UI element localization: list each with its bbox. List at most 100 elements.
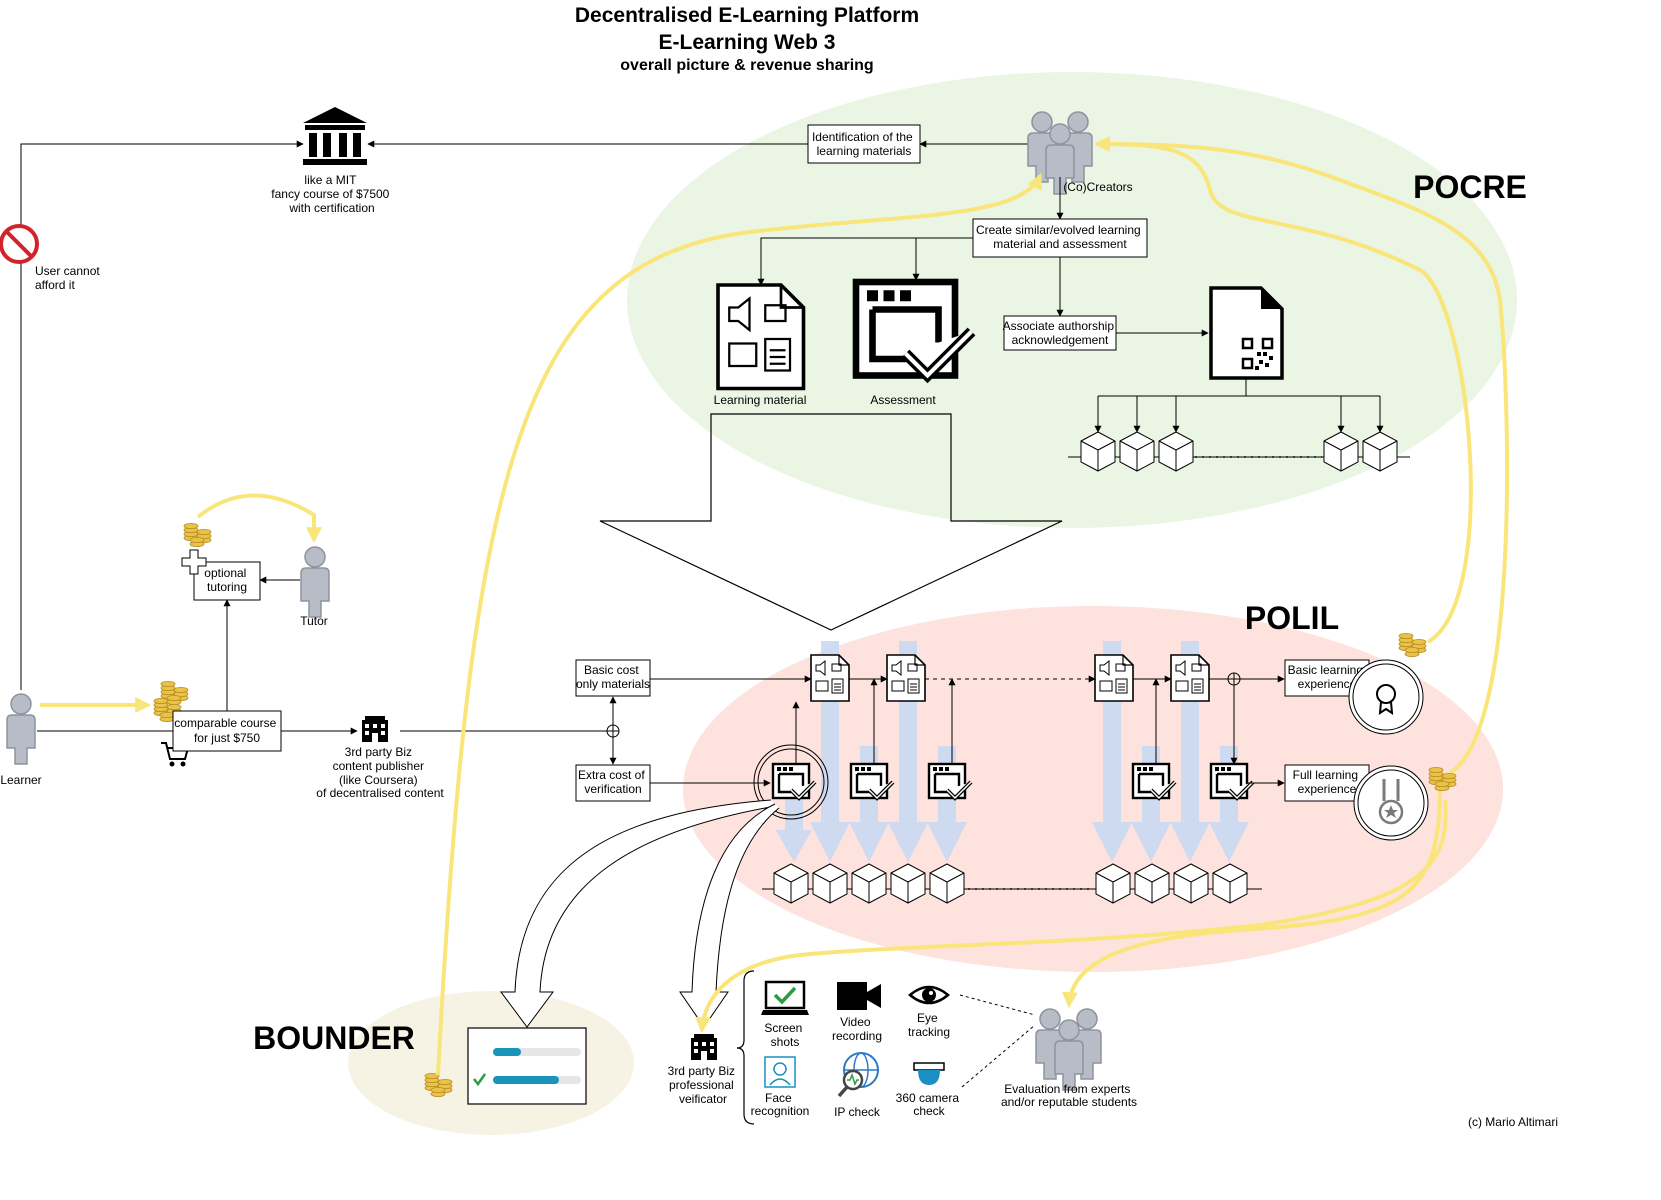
dome-camera-icon [913, 1062, 945, 1085]
comparable-course-box [172, 710, 282, 752]
authorship-label: Associate authorship acknowledgement [1003, 319, 1118, 347]
eye-icon [908, 985, 950, 1005]
verifier-methods-brace [736, 970, 755, 1125]
camera-to-evaluation-dashed [961, 1024, 1036, 1088]
assessment-window-icon [856, 282, 972, 376]
blockchain-block-icon [1134, 863, 1170, 904]
assessment-window-icon [849, 762, 895, 800]
basic-cost-label: Basic cost only materials [576, 663, 650, 691]
full-experience-label: Full learning experience [1293, 768, 1362, 796]
media-document-icon [716, 283, 806, 391]
building-icon [691, 1034, 717, 1060]
video-recording-label: Video recording [832, 1015, 882, 1043]
media-document-icon [1094, 654, 1134, 702]
medal-badge-icon [1353, 765, 1429, 841]
split-junction-icon [606, 724, 620, 738]
learning-material-label: Learning material [714, 393, 807, 407]
media-document-icon [1170, 654, 1210, 702]
identification-label: Identification of the learning materials [812, 130, 916, 158]
learner-icon [6, 693, 36, 765]
screenshots-label: Screen shots [764, 1021, 805, 1049]
bounder-label: BOUNDER [253, 1020, 415, 1056]
coin-stack-icon [184, 523, 211, 546]
blockchain-block-icon [812, 863, 848, 904]
cannot-afford-label: User cannot afford it [35, 264, 103, 292]
laptop-check-icon [761, 980, 809, 1015]
copyright: (c) Mario Altimari [1468, 1115, 1558, 1129]
selected-assessment-ring [753, 744, 829, 820]
bounder-curved-arrow [500, 799, 777, 1028]
tutor-label: Tutor [300, 614, 328, 628]
merge-junction-icon [1227, 672, 1241, 686]
create-material-box [972, 218, 1148, 258]
blockchain-block-icon [890, 863, 926, 904]
blockchain-block-icon [1212, 863, 1248, 904]
full-experience-revenue-flow [1096, 142, 1510, 775]
assessment-label: Assessment [870, 393, 936, 407]
assessment-window-icon [1209, 762, 1255, 800]
blockchain-block-icon [1173, 863, 1209, 904]
funnel-arrow [599, 413, 1063, 631]
assessment-window-icon [771, 762, 817, 800]
blockchain-block-icon [1362, 431, 1398, 472]
learner-to-mit-connector [20, 140, 304, 690]
optional-tutoring-label: optional tutoring [204, 566, 249, 594]
blockchain-block-icon [773, 863, 809, 904]
title-line-3: overall picture & revenue sharing [620, 57, 873, 74]
blockchain-block-icon [1323, 431, 1359, 472]
verifier-curved-arrow [679, 803, 780, 1028]
coin-stack-icon [1399, 633, 1426, 656]
face-scan-icon [764, 1056, 796, 1088]
face-recognition-label: Face recognition [751, 1091, 810, 1118]
ip-check-label: IP check [834, 1105, 881, 1119]
title-line-1: Decentralised E-Learning Platform [575, 4, 919, 27]
bank-icon [303, 107, 367, 165]
plus-icon [181, 549, 207, 575]
assessment-window-icon [1131, 762, 1177, 800]
identification-box [807, 124, 921, 164]
pocre-label: POCRE [1413, 169, 1527, 205]
basic-cost-box [575, 659, 651, 697]
third-party-verifier-label: 3rd party Biz professional veificator [668, 1064, 739, 1106]
blockchain-block-icon [1158, 431, 1194, 472]
basic-experience-label: Basic learning experience [1288, 663, 1367, 691]
tutor-icon [300, 546, 330, 618]
tutor-payment-flow [196, 493, 322, 544]
blockchain-block-icon [1080, 431, 1116, 472]
media-document-icon [886, 654, 926, 702]
bounder-revenue-flow [436, 173, 1042, 1076]
blockchain-block-icon [1095, 863, 1131, 904]
blockchain-block-icon [851, 863, 887, 904]
create-material-label: Create similar/evolved learning material… [976, 223, 1144, 251]
progress-card-icon [467, 1027, 587, 1105]
title-line-2: E-Learning Web 3 [659, 31, 836, 54]
create-to-learning-connector [757, 237, 973, 286]
blockchain-block-icon [1119, 431, 1155, 472]
learner-label: Learner [0, 773, 41, 787]
eye-to-evaluation-dashed [959, 994, 1036, 1016]
eye-tracking-label: Eye tracking [908, 1011, 950, 1039]
qr-to-chain-connector [1098, 378, 1380, 397]
building-icon [362, 716, 388, 742]
extra-cost-box [575, 764, 651, 802]
media-document-icon [810, 654, 850, 702]
extra-cost-label: Extra cost of verification [578, 768, 648, 796]
video-camera-icon [837, 982, 881, 1010]
evaluation-label: Evaluation from experts and/or reputable… [1001, 1082, 1137, 1109]
polil-label: POLIL [1245, 600, 1339, 636]
verifier-revenue-flow [694, 799, 1448, 1034]
comparable-course-label: comparable course for just $750 [174, 716, 279, 745]
camera-check-label: 360 camera check [896, 1091, 963, 1118]
creators-label: (Co)Creators [1063, 180, 1132, 194]
basic-experience-revenue-flow [1093, 136, 1473, 644]
assessment-window-icon [927, 762, 973, 800]
qr-document-icon [1209, 286, 1284, 380]
no-entry-icon [0, 224, 39, 264]
ip-globe-icon [837, 1052, 879, 1098]
blockchain-block-icon [929, 863, 965, 904]
third-party-publisher-label: 3rd party Biz content publisher (like Co… [316, 745, 444, 800]
optional-tutoring-box [193, 561, 261, 601]
certificate-badge-icon [1348, 659, 1424, 735]
mit-course-label: like a MIT fancy course of $7500 with ce… [271, 173, 392, 215]
evaluators-group-icon [1035, 1008, 1102, 1091]
